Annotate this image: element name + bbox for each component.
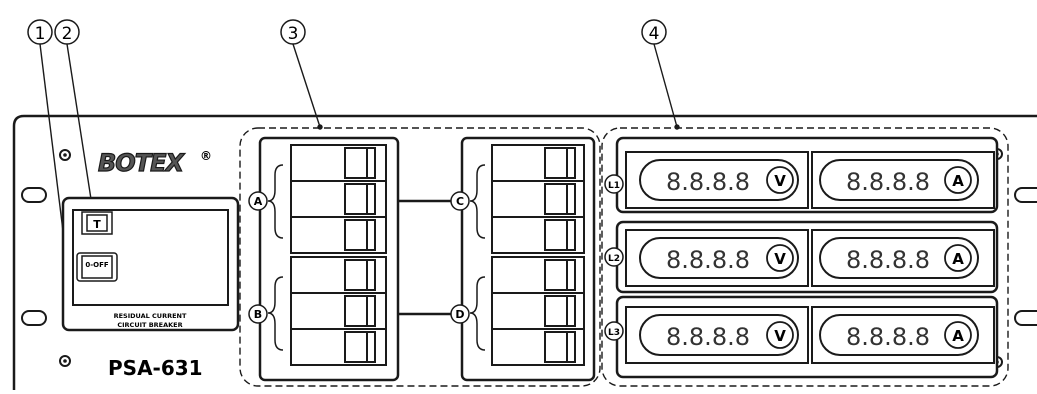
callout-2: 2 (54, 19, 80, 45)
amp-unit: A (952, 327, 964, 345)
volt-unit: V (774, 327, 786, 345)
rack-slot-left-bottom (21, 310, 47, 326)
volt-unit: V (774, 250, 786, 268)
svg-text:®: ® (200, 149, 212, 163)
amp-unit: A (952, 250, 964, 268)
breaker-row-c (491, 144, 585, 254)
brand-logo: BOTEX ® (97, 148, 212, 177)
rack-slot-right-top (1014, 187, 1037, 203)
rack-panel-outline (12, 114, 1037, 390)
svg-text:T: T (93, 218, 101, 231)
group-label-a: A (254, 195, 263, 208)
rcd-switch[interactable] (81, 255, 113, 279)
group-label-d: D (455, 308, 464, 321)
screw-icon (59, 355, 71, 367)
breaker-toggle[interactable] (344, 331, 368, 363)
breaker-block-right: C D (450, 136, 596, 382)
brace-c (469, 164, 486, 239)
meter-section-outline (601, 127, 1009, 387)
rack-slot-right-bottom (1014, 310, 1037, 326)
group-label-b: B (254, 308, 262, 321)
rack-slots (21, 187, 1037, 326)
breaker-toggle[interactable] (344, 147, 368, 179)
breaker-row-b (290, 256, 387, 366)
meter-row-l1: 8.8.8.8 V 8.8.8.8 A L1 (604, 136, 999, 214)
breaker-row-d (491, 256, 585, 366)
svg-text:4: 4 (649, 24, 660, 44)
breaker-section-outline (239, 127, 601, 387)
ammeter-display: 8.8.8.8 (846, 168, 930, 196)
group-label-c: C (456, 195, 464, 208)
breaker-toggle[interactable] (344, 295, 368, 327)
screw-icon (59, 149, 71, 161)
line-label: L1 (608, 181, 620, 191)
model-label: PSA-631 (108, 356, 203, 380)
meter-row-l3: 8.8.8.8 V 8.8.8.8 A L3 (604, 295, 999, 379)
svg-text:2: 2 (62, 24, 73, 44)
rack-slot-left-top (21, 187, 47, 203)
breaker-toggle[interactable] (544, 259, 568, 291)
volt-unit: V (774, 172, 786, 190)
amp-unit: A (952, 172, 964, 190)
brace-b (267, 276, 284, 351)
breaker-block-left: A B (248, 136, 400, 382)
svg-text:CIRCUIT BREAKER: CIRCUIT BREAKER (117, 321, 182, 329)
ammeter-display: 8.8.8.8 (846, 246, 930, 274)
svg-text:1: 1 (35, 24, 46, 44)
line-label: L3 (608, 328, 620, 338)
voltmeter-display: 8.8.8.8 (666, 168, 750, 196)
breaker-row-a (290, 144, 387, 254)
voltmeter-display: 8.8.8.8 (666, 323, 750, 351)
svg-text:RESIDUAL CURRENT: RESIDUAL CURRENT (114, 312, 187, 320)
brace-d (469, 276, 486, 351)
leader-2 (66, 43, 94, 213)
brace-a (267, 164, 284, 239)
ammeter-display: 8.8.8.8 (846, 323, 930, 351)
breaker-toggle[interactable] (544, 219, 568, 251)
callout-3: 3 (280, 19, 306, 45)
rcd-test-button[interactable] (86, 214, 108, 232)
meter-row-l2: 8.8.8.8 V 8.8.8.8 A L2 (604, 220, 999, 294)
breaker-toggle[interactable] (344, 219, 368, 251)
breaker-toggle[interactable] (544, 147, 568, 179)
leader-3 (292, 43, 321, 128)
voltmeter-display: 8.8.8.8 (666, 246, 750, 274)
svg-text:0-OFF: 0-OFF (85, 261, 109, 269)
breaker-toggle[interactable] (344, 259, 368, 291)
leader-4 (653, 43, 678, 128)
callout-4: 4 (641, 19, 667, 45)
breaker-toggle[interactable] (344, 183, 368, 215)
svg-text:3: 3 (288, 24, 299, 44)
line-label: L2 (608, 254, 620, 264)
callout-1: 1 (27, 19, 53, 45)
breaker-toggle[interactable] (544, 331, 568, 363)
rcd-module: T 0-OFF RESIDUAL CURRENT CIRCUIT BREAKER (61, 196, 240, 332)
breaker-toggle[interactable] (544, 183, 568, 215)
svg-text:BOTEX: BOTEX (98, 149, 185, 177)
breaker-toggle[interactable] (544, 295, 568, 327)
